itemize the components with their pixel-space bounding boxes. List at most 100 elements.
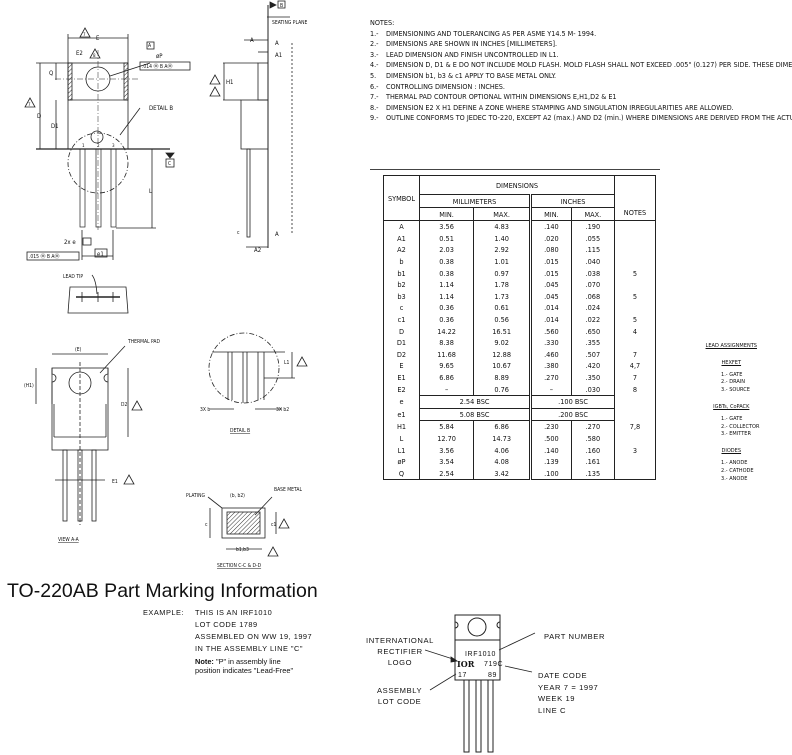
table-cell: .024: [570, 302, 616, 314]
lead-tip-view: [67, 274, 129, 314]
table-cell: [614, 455, 656, 468]
table-cell: 2.54: [418, 467, 475, 480]
dim-A1: A1: [275, 52, 282, 59]
table-cell: 9.65: [418, 360, 475, 372]
table-cell: e1: [383, 408, 420, 421]
lead-item: 1.- ANODE: [721, 459, 748, 466]
table-cell: 3: [614, 444, 656, 456]
col-mm-min: MIN.: [418, 207, 475, 221]
side-view: [209, 0, 293, 248]
table-cell: .560: [530, 325, 572, 337]
table-cell: e: [383, 395, 420, 408]
table-cell: 3.54: [418, 455, 475, 468]
note-text-2: position indicates "Lead-Free": [195, 666, 294, 675]
dim-E1: E1: [112, 479, 118, 485]
table-cell: Q: [383, 467, 420, 480]
table-cell: .161: [570, 455, 616, 468]
note-item: 6.- CONTROLLING DIMENSION : INCHES.: [370, 82, 792, 93]
note-item: 4.-DIMENSION D, D1 & E DO NOT INCLUDE MO…: [370, 60, 792, 71]
note-text: OUTLINE CONFORMS TO JEDEC TO-220, EXCEPT…: [386, 113, 792, 123]
table-cell: –: [530, 383, 572, 396]
dimensions-table: SYMBOL DIMENSIONS NOTES MILLIMETERS INCH…: [383, 175, 656, 481]
table-cell: [614, 302, 656, 314]
table-cell: .460: [530, 348, 572, 361]
table-cell: –: [418, 383, 475, 396]
package-lot-right: 89: [488, 672, 497, 679]
table-cell: 16.51: [473, 325, 533, 337]
table-cell: .135: [570, 467, 616, 480]
section-arrow-A-top: A: [275, 40, 279, 47]
note-text: CONTROLLING DIMENSION : INCHES.: [386, 81, 505, 91]
lead-item: 3.- ANODE: [721, 475, 748, 482]
callout-line: RECTIFIER: [377, 647, 423, 656]
col-inches: INCHES: [530, 194, 615, 208]
note-number: 5.: [370, 70, 377, 80]
table-cell: .022: [570, 313, 616, 326]
callout-line: LOT CODE: [377, 697, 422, 706]
lead-group-title: IGBTs, CoPACK: [713, 403, 750, 410]
table-cell: 0.76: [473, 383, 533, 396]
table-cell: 6.86: [473, 420, 533, 433]
col-dimensions: DIMENSIONS: [419, 175, 615, 195]
col-symbol: SYMBOL: [383, 175, 420, 221]
section-c-c-d-d: [207, 496, 290, 557]
table-cell: b2: [383, 278, 420, 291]
table-cell: [614, 232, 656, 245]
note-item: 2.-DIMENSIONS ARE SHOWN IN INCHES [MILLI…: [370, 39, 792, 50]
dim-A2: A2: [254, 247, 261, 254]
table-cell: c: [383, 302, 420, 314]
table-cell: 0.36: [418, 313, 475, 326]
table-cell: A1: [383, 232, 420, 245]
col-millimeters: MILLIMETERS: [418, 194, 533, 208]
example-line: LOT CODE 1789: [195, 620, 258, 629]
note-7-marker: 7: [28, 102, 31, 108]
table-cell: 7: [614, 371, 656, 384]
table-cell: 0.36: [418, 302, 475, 314]
col-in-min: MIN.: [530, 207, 572, 221]
dim-phiP: øP: [156, 53, 163, 60]
table-cell: 8.89: [473, 371, 533, 384]
datum-a: A: [148, 43, 152, 49]
table-cell: .080: [530, 244, 572, 256]
dim-b1-b3: b1,b3: [236, 547, 249, 553]
detail-b-label: DETAIL B: [149, 105, 173, 112]
table-cell: .014: [530, 302, 572, 314]
table-cell: 2.92: [473, 244, 533, 256]
package-lot-left: 17: [458, 672, 467, 679]
note-number: 8.-: [370, 102, 379, 112]
callout-line: DATE CODE: [538, 671, 588, 680]
table-cell: 5: [614, 313, 656, 326]
table-cell: b1: [383, 267, 420, 279]
callout-line: LINE C: [538, 705, 567, 715]
table-cell: [614, 408, 656, 421]
table-cell: .500: [530, 432, 572, 445]
table-cell: .355: [570, 336, 616, 349]
table-cell: 11.68: [418, 348, 475, 361]
lead-item: 1.- GATE: [721, 415, 743, 422]
table-cell: 1.14: [418, 278, 475, 291]
notes-heading: NOTES:: [370, 18, 395, 27]
package-part-number: IRF1010: [465, 651, 497, 658]
table-cell: 4.83: [473, 220, 533, 233]
note-number: 6.-: [370, 81, 379, 91]
ir-logo-callout: INTERNATIONAL RECTIFIER LOGO: [366, 635, 434, 668]
part-marking-title: TO-220AB Part Marking Information: [7, 580, 318, 602]
note-text: DIMENSION D, D1 & E DO NOT INCLUDE MOLD …: [386, 60, 792, 70]
table-cell: D1: [383, 336, 420, 349]
table-cell: .270: [530, 371, 572, 384]
callout-line: YEAR 7 = 1997: [538, 682, 599, 692]
table-cell: 4.06: [473, 444, 533, 456]
package-outline-drawing: E E2 Q D D1 L øP A C .014 Ⓜ B AⓂ .015 Ⓜ …: [24, 0, 308, 569]
dim-c1: c1: [271, 522, 276, 528]
table-cell: b: [383, 255, 420, 268]
example-line: ASSEMBLED ON WW 19, 1997: [195, 632, 313, 641]
table-cell: 2.03: [418, 244, 475, 256]
table-cell: 6.86: [418, 371, 475, 384]
